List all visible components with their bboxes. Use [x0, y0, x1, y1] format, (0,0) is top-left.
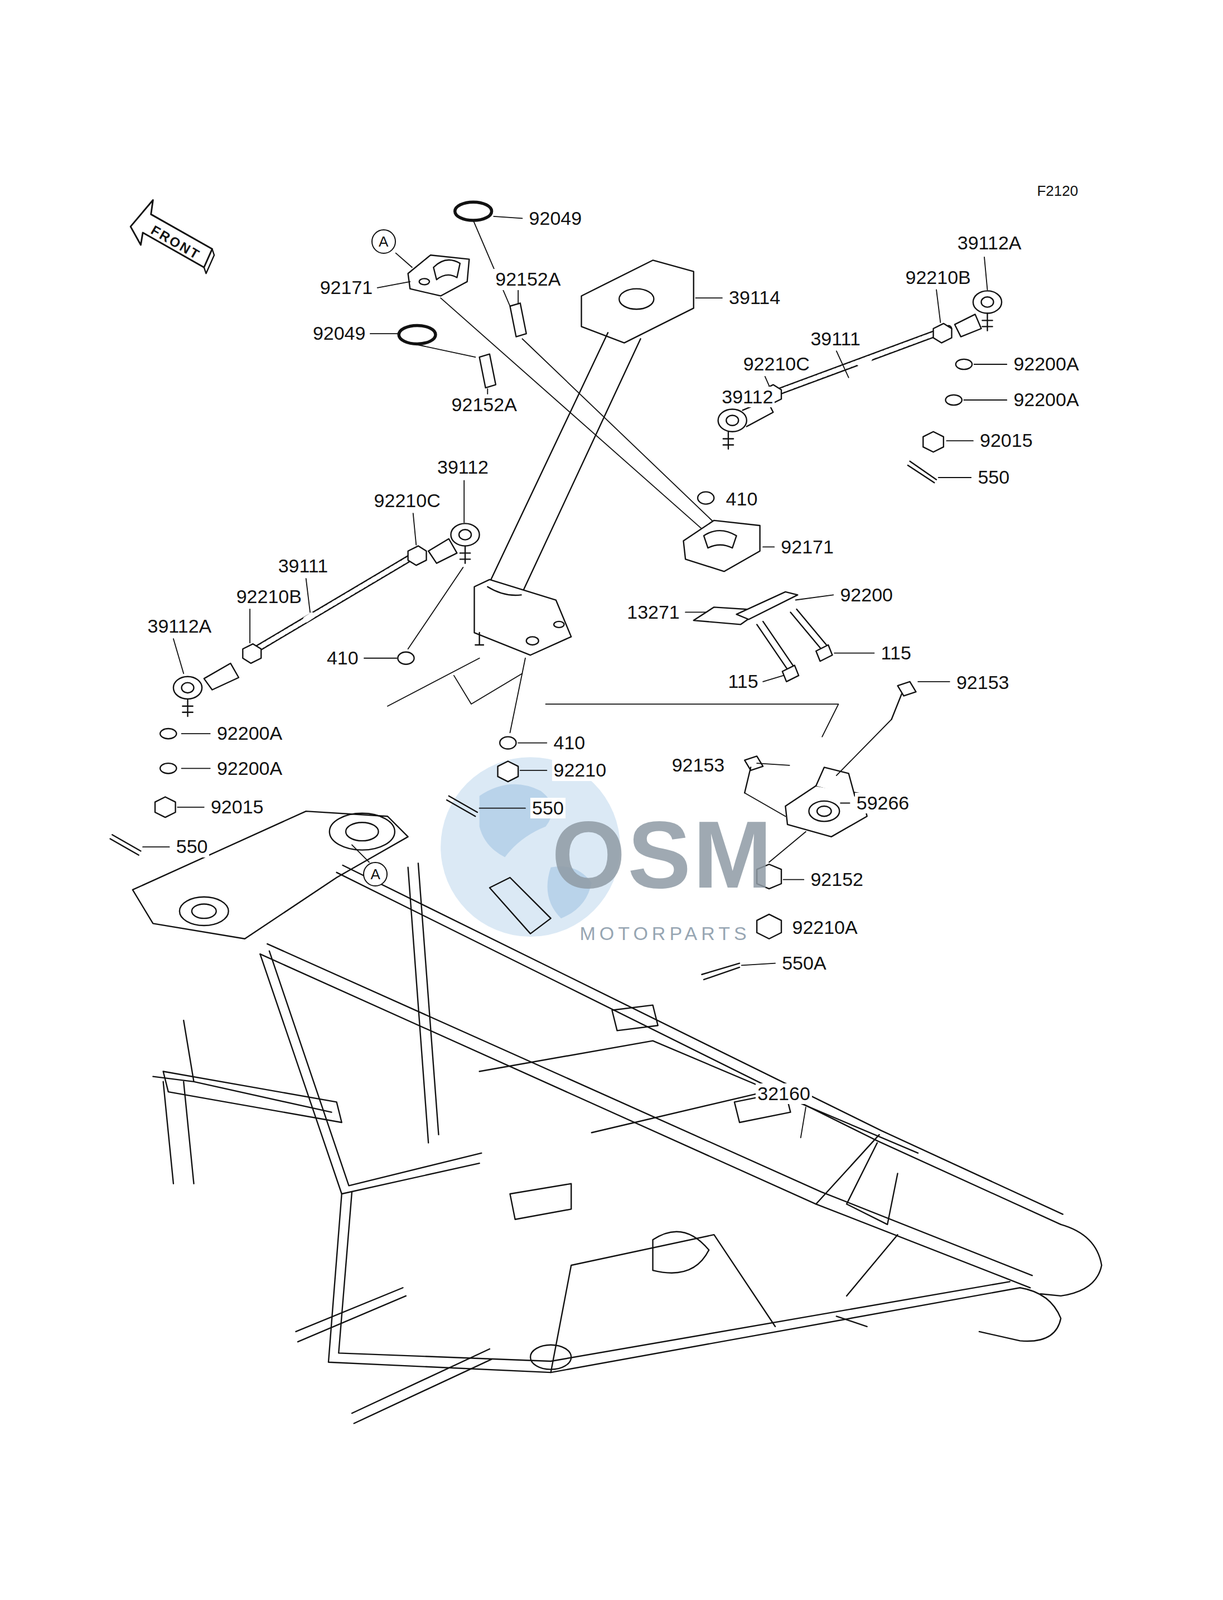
callout-number: 32160 [755, 1083, 812, 1104]
callout-number: 550A [780, 952, 828, 974]
callout-number: 92210B [234, 586, 304, 607]
callout-number: 92210B [904, 267, 973, 288]
callout-number: 115 [879, 642, 913, 664]
callout-number: 92200A [215, 722, 284, 744]
callout-number: 92049 [311, 322, 368, 344]
callout-number: 92210 [552, 759, 609, 781]
callout-number: 92210C [372, 490, 443, 511]
callout-number: 13271 [625, 601, 682, 623]
callout-number: 92171 [318, 277, 375, 298]
callout-number: 59266 [854, 792, 912, 814]
reference-letter: A [370, 866, 380, 882]
callout-number: 39112A [146, 615, 214, 637]
callout-number: 92152A [493, 268, 563, 290]
reference-circle: A [363, 861, 388, 887]
callout-number: 39114 [727, 287, 782, 308]
callout-number: 39111 [808, 328, 863, 350]
callout-number: 92200A [215, 757, 284, 779]
callout-number: 92200A [1011, 353, 1081, 375]
callout-number: 39111 [276, 555, 331, 577]
callout-number: 92200A [1011, 389, 1081, 410]
callout-number: 410 [724, 488, 760, 510]
callout-number: 92152 [808, 868, 865, 890]
leader-lines [142, 216, 1007, 1138]
callout-number: 92152A [450, 394, 519, 415]
callout-number: 550 [174, 835, 210, 857]
watermark: OSM [551, 802, 775, 907]
reference-circle: A [371, 229, 396, 254]
callout-number: 550 [975, 466, 1012, 488]
callout-number: 92153 [954, 672, 1012, 693]
figure-code: F2120 [1035, 182, 1080, 200]
callout-number: 92049 [527, 208, 584, 229]
reference-letter: A [378, 234, 389, 249]
callout-number: 92200 [838, 584, 895, 606]
callout-number: 92171 [779, 536, 836, 558]
callout-number: 92015 [978, 429, 1035, 451]
callout-number: 115 [726, 670, 760, 692]
callout-number: 92210A [790, 916, 859, 938]
callout-number: 92153 [670, 754, 727, 776]
callout-number: 410 [552, 732, 588, 753]
callout-number: 410 [325, 647, 361, 669]
callout-number: 92210C [741, 353, 812, 375]
callout-number: 39112 [435, 456, 491, 478]
watermark: MOTORPARTS [579, 922, 751, 944]
callout-number: 92015 [209, 796, 266, 818]
callout-number: 39112A [955, 232, 1024, 254]
callout-number: 39112 [719, 386, 775, 408]
front-arrow [130, 200, 212, 268]
